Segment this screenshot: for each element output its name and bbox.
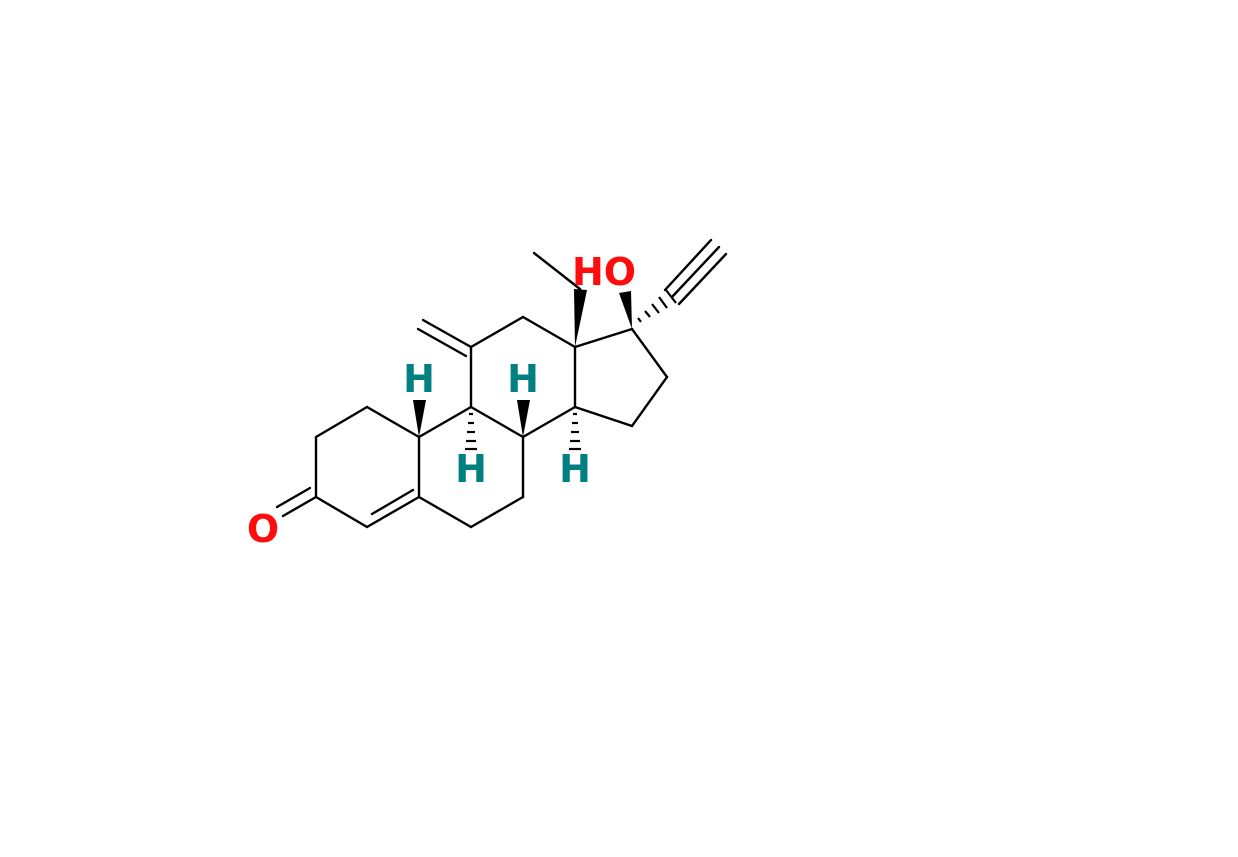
- bond-c15-c14: [573, 405, 634, 428]
- bond-c10-c1: [365, 405, 421, 439]
- bond-c17-c16: [630, 327, 669, 379]
- hydroxyl-label: HO: [572, 250, 636, 294]
- wedge-c13-ethyl: [574, 289, 587, 347]
- bond-c12-c13: [521, 315, 577, 349]
- bond-c14-c8: [521, 405, 577, 439]
- wedge-c8-h: [517, 400, 530, 437]
- bond-c5-c6: [417, 495, 473, 529]
- bond-c3-o-2: [275, 486, 312, 509]
- bond-c16-c15: [630, 375, 669, 428]
- bond-ethynyl-triple-3: [677, 252, 728, 306]
- bond-c3-o-1: [281, 495, 318, 518]
- bond-c9-c10: [417, 405, 473, 439]
- hash-c9-h: [465, 412, 477, 451]
- bond-ethynyl-triple-1: [670, 245, 721, 299]
- bond-c4-c5: [365, 495, 421, 529]
- bond-c3-c4: [314, 495, 369, 529]
- bond-c6-c7: [469, 495, 525, 529]
- wedge-c17-oh: [619, 291, 632, 329]
- hash-c14-h: [569, 412, 581, 451]
- hydrogen-c14-label: H: [559, 447, 591, 491]
- bond-ethyl-ch2-ch3: [532, 251, 582, 291]
- bond-c1-c2: [314, 405, 369, 439]
- bond-ethynyl-triple-2: [663, 238, 713, 292]
- hash-c17-ethynyl: [637, 289, 677, 323]
- oxygen-ketone-label: O: [247, 507, 279, 551]
- hydrogen-c8-label: H: [507, 357, 539, 401]
- hydrogen-c9-label: H: [455, 447, 487, 491]
- bond-c11-methylene-2: [416, 327, 468, 358]
- wedge-c10-h: [413, 400, 426, 437]
- bond-c13-c17: [573, 327, 634, 349]
- bond-c11-methylene-1: [421, 318, 473, 349]
- bond-c11-c12: [469, 315, 525, 349]
- bond-c8-c9: [469, 405, 525, 439]
- hydrogen-c10-label: H: [403, 357, 435, 401]
- bond-c4-c5-inner: [370, 488, 415, 516]
